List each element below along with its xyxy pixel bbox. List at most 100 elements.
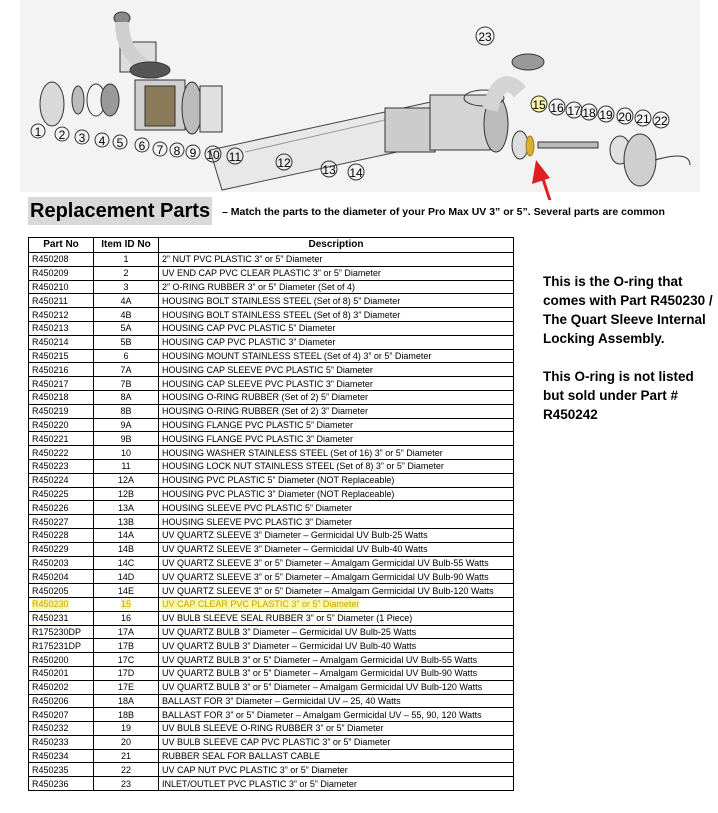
cell-item-id: 4A <box>93 293 159 309</box>
heading-row: Replacement Parts – Match the parts to t… <box>28 197 718 227</box>
cell-description: UV QUARTZ SLEEVE 3” or 5” Diameter – Ama… <box>158 555 514 571</box>
left-assembly <box>39 11 223 135</box>
cell-part-no: R450204 <box>28 569 94 585</box>
cell-item-id: 13A <box>93 500 159 516</box>
cell-item-id: 16 <box>93 610 159 626</box>
note-paragraph-1: This is the O-ring that comes with Part … <box>543 274 713 346</box>
cell-part-no: R450219 <box>28 403 94 419</box>
table-row: R450230 15 UV CAP CLEAR PVC PLASTIC 3” or … <box>28 596 514 612</box>
cell-description: HOUSING SLEEVE PVC PLASTIC 5” Diameter <box>158 500 514 516</box>
callout-13: 13 <box>322 163 336 177</box>
cell-description: UV BULB SLEEVE O-RING RUBBER 3” or 5” Di… <box>158 721 514 736</box>
cell-description: HOUSING MOUNT STAINLESS STEEL (Set of 4)… <box>158 348 514 364</box>
cell-part-no: R450210 <box>28 279 94 295</box>
highlighted-text: 15 <box>120 599 131 610</box>
cell-part-no: R450223 <box>28 458 94 474</box>
callout-8: 8 <box>174 144 181 158</box>
cell-part-no: R450205 <box>28 583 94 598</box>
cell-description: UV QUARTZ BULB 3” or 5” Diameter – Amalg… <box>158 652 514 667</box>
cell-description: HOUSING SLEEVE PVC PLASTIC 3” Diameter <box>158 514 514 529</box>
cell-item-id: 7A <box>93 362 159 378</box>
cell-part-no: R450225 <box>28 486 94 502</box>
cell-description: HOUSING O-RING RUBBER (Set of 2) 5” Diam… <box>158 389 514 405</box>
cell-item-id: 3 <box>93 279 159 295</box>
cell-item-id: 8A <box>93 389 159 405</box>
callout-23: 23 <box>478 30 492 44</box>
callout-5: 5 <box>117 136 124 150</box>
cell-item-id: 5A <box>93 320 159 336</box>
cell-item-id: 1 <box>93 252 159 267</box>
callout-15: 15 <box>532 98 546 112</box>
callout-6: 6 <box>139 139 146 153</box>
cell-description: UV BULB SLEEVE SEAL RUBBER 3” or 5” Diam… <box>158 610 514 626</box>
cell-item-id: 21 <box>93 748 159 764</box>
cell-part-no: R450207 <box>28 707 94 723</box>
cell-item-id: 17B <box>93 638 159 654</box>
cell-item-id: 9A <box>93 417 159 433</box>
cell-item-id: 2 <box>93 265 159 281</box>
cell-item-id: 4B <box>93 307 159 322</box>
cell-item-id: 13B <box>93 514 159 529</box>
callout-18: 18 <box>582 106 596 120</box>
cell-part-no: R450236 <box>28 776 94 792</box>
cell-part-no: R450201 <box>28 665 94 681</box>
note-paragraph-2: This O-ring is not listed but sold under… <box>543 369 694 422</box>
cell-description: UV QUARTZ BULB 3” Diameter – Germicidal … <box>158 624 514 640</box>
cell-description: UV CAP NUT PVC PLASTIC 3” or 5” Diameter <box>158 762 514 778</box>
cell-item-id: 17C <box>93 652 159 667</box>
exploded-parts-diagram: 1 2 3 4 5 6 7 8 9 10 11 12 13 14 15 16 1… <box>20 0 700 200</box>
red-arrow-icon <box>532 160 552 200</box>
cell-item-id: 9B <box>93 431 159 447</box>
cell-item-id: 14B <box>93 541 159 557</box>
cell-description: UV END CAP PVC CLEAR PLASTIC 3” or 5” Di… <box>158 265 514 281</box>
cell-part-no: R450232 <box>28 721 94 736</box>
cell-description: 2” O-RING RUBBER 3” or 5” Diameter (Set … <box>158 279 514 295</box>
highlighted-text: R450230 <box>32 599 69 610</box>
cell-item-id: 15 <box>93 596 159 612</box>
cell-part-no: R450203 <box>28 555 94 571</box>
cell-part-no: R450218 <box>28 389 94 405</box>
table-header-row: Part No Item ID No Description <box>28 237 514 253</box>
cell-part-no: R450226 <box>28 500 94 516</box>
cell-part-no: R450221 <box>28 431 94 447</box>
callout-14: 14 <box>349 166 363 180</box>
cell-part-no: R175231DP <box>28 638 94 654</box>
cell-description: UV QUARTZ SLEEVE 3” or 5” Diameter – Ama… <box>158 569 514 585</box>
callout-17: 17 <box>567 104 581 118</box>
cell-description: UV CAP CLEAR PVC PLASTIC 3” or 5” Diamet… <box>158 596 514 612</box>
cell-description: RUBBER SEAL FOR BALLAST CABLE <box>158 748 514 764</box>
callout-16: 16 <box>550 101 564 115</box>
cell-description: HOUSING PVC PLASTIC 5” Diameter (NOT Rep… <box>158 472 514 488</box>
callout-1: 1 <box>35 125 42 139</box>
cell-item-id: 14C <box>93 555 159 571</box>
cell-part-no: R450208 <box>28 252 94 267</box>
page-heading: Replacement Parts <box>28 197 213 225</box>
cell-description: HOUSING CAP SLEEVE PVC PLASTIC 3” Diamet… <box>158 376 514 391</box>
cell-item-id: 8B <box>93 403 159 419</box>
cell-item-id: 5B <box>93 334 159 350</box>
cell-part-no: R175230DP <box>28 624 94 640</box>
header-description: Description <box>158 237 514 253</box>
